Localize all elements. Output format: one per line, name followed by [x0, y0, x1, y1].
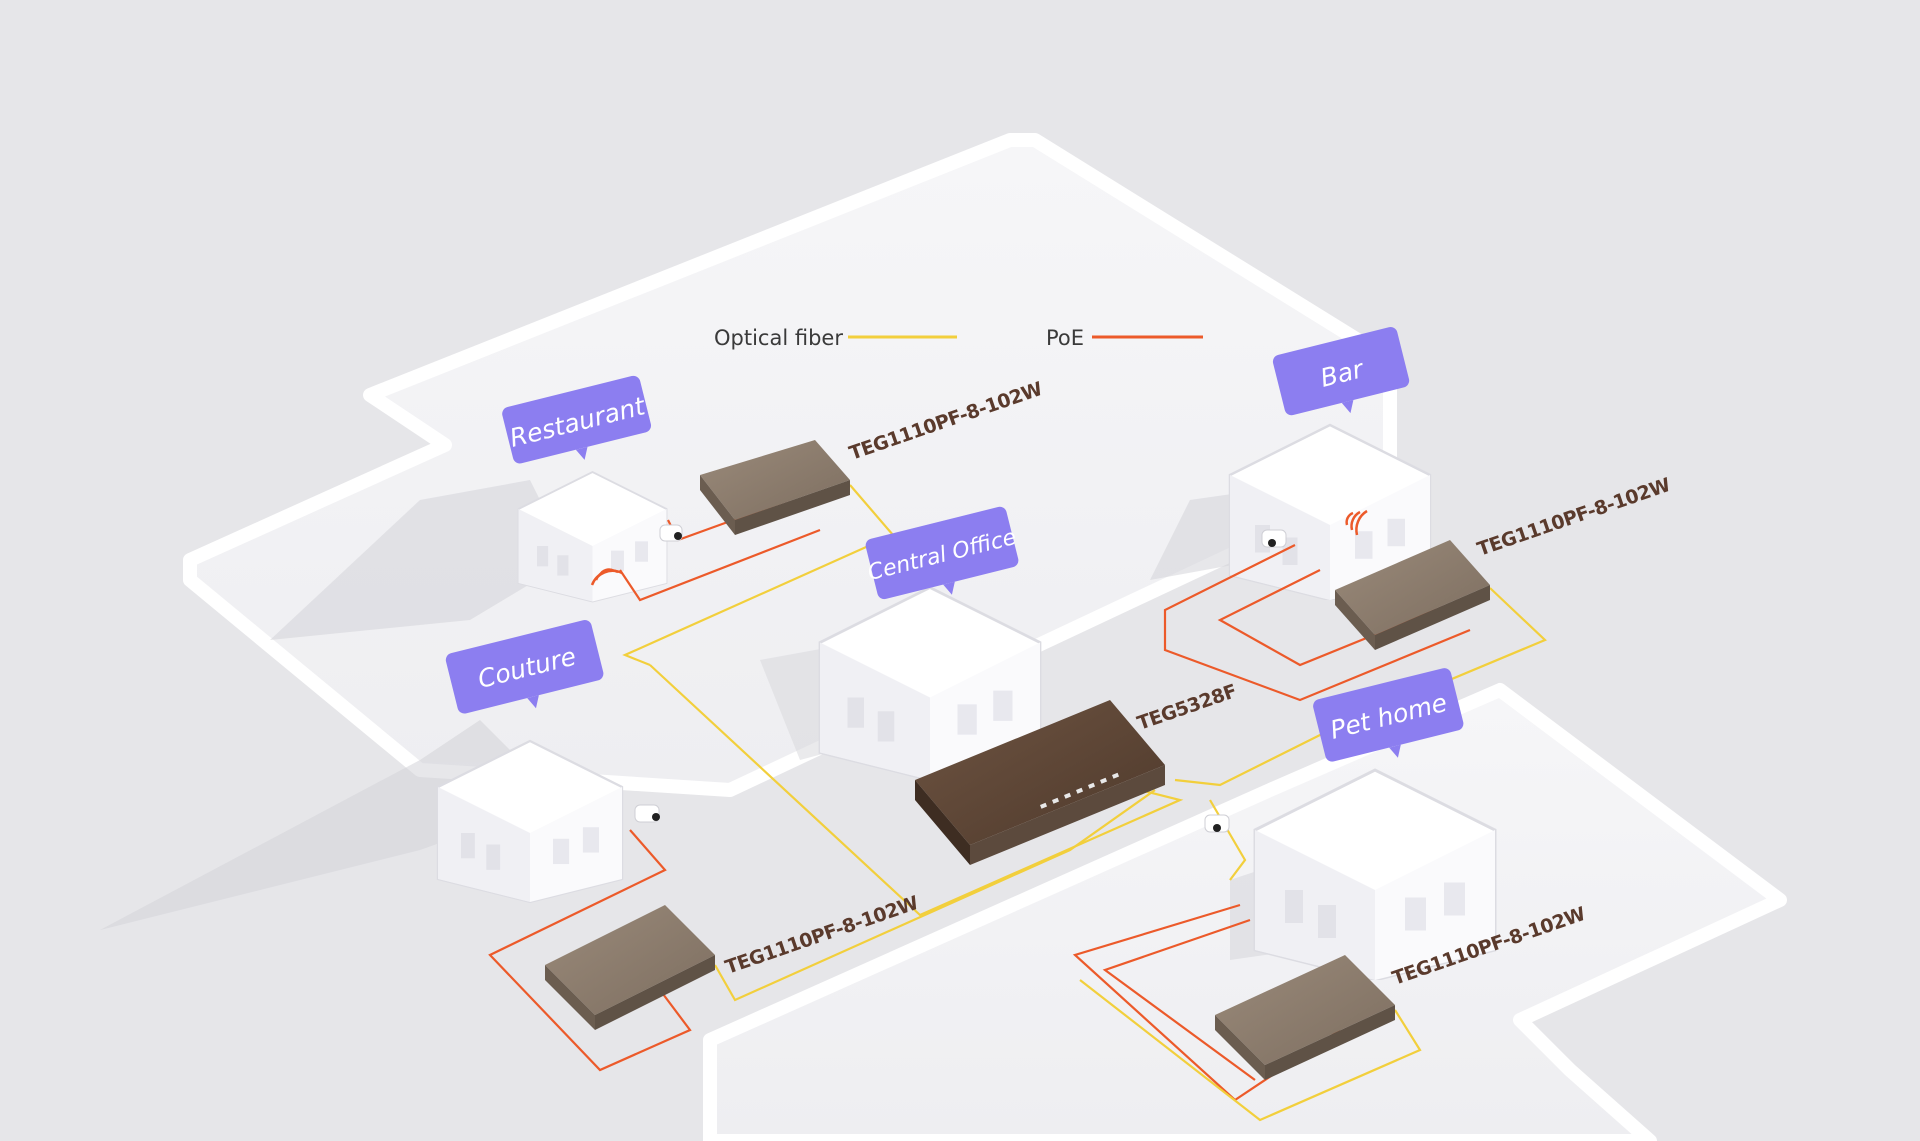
model-label-core: TEG5328F	[1134, 680, 1239, 734]
switch-couture	[545, 905, 715, 1030]
switch-bar	[1335, 540, 1490, 650]
poe-link-pethome-2	[1102, 918, 1256, 1081]
security-camera-icon	[1204, 814, 1230, 833]
security-camera-icon	[634, 804, 660, 823]
label-central-office: Central Office	[865, 506, 1019, 600]
legend-poe-label: PoE	[1046, 326, 1084, 350]
poe-link-couture	[488, 829, 692, 1072]
poe-link-bar	[1163, 544, 1471, 702]
legend-fiber-label: Optical fiber	[714, 326, 843, 350]
fiber-link-pethome-switch	[1079, 979, 1422, 1122]
label-pet-home: Pet home	[1313, 668, 1464, 762]
security-camera-icon	[659, 524, 683, 542]
core-switch	[915, 700, 1165, 865]
label-couture: Couture	[445, 620, 604, 714]
wifi-signal-icon	[1345, 509, 1368, 536]
fiber-link-restaurant	[622, 484, 895, 667]
model-label-bar: TEG1110PF-8-102W	[1474, 474, 1673, 561]
switch-restaurant	[700, 440, 850, 535]
wifi-signal-icon	[590, 568, 623, 586]
fiber-link-couture	[649, 664, 1184, 917]
switch-pethome	[1215, 955, 1395, 1080]
security-camera-icon	[1261, 529, 1287, 548]
label-bar: Bar	[1272, 327, 1410, 416]
fiber-link-couture-switch	[714, 789, 1156, 1002]
core-switch-ports	[1040, 772, 1120, 809]
poe-link-restaurant-2	[619, 528, 821, 602]
legend: Optical fiber PoE	[714, 326, 1203, 350]
